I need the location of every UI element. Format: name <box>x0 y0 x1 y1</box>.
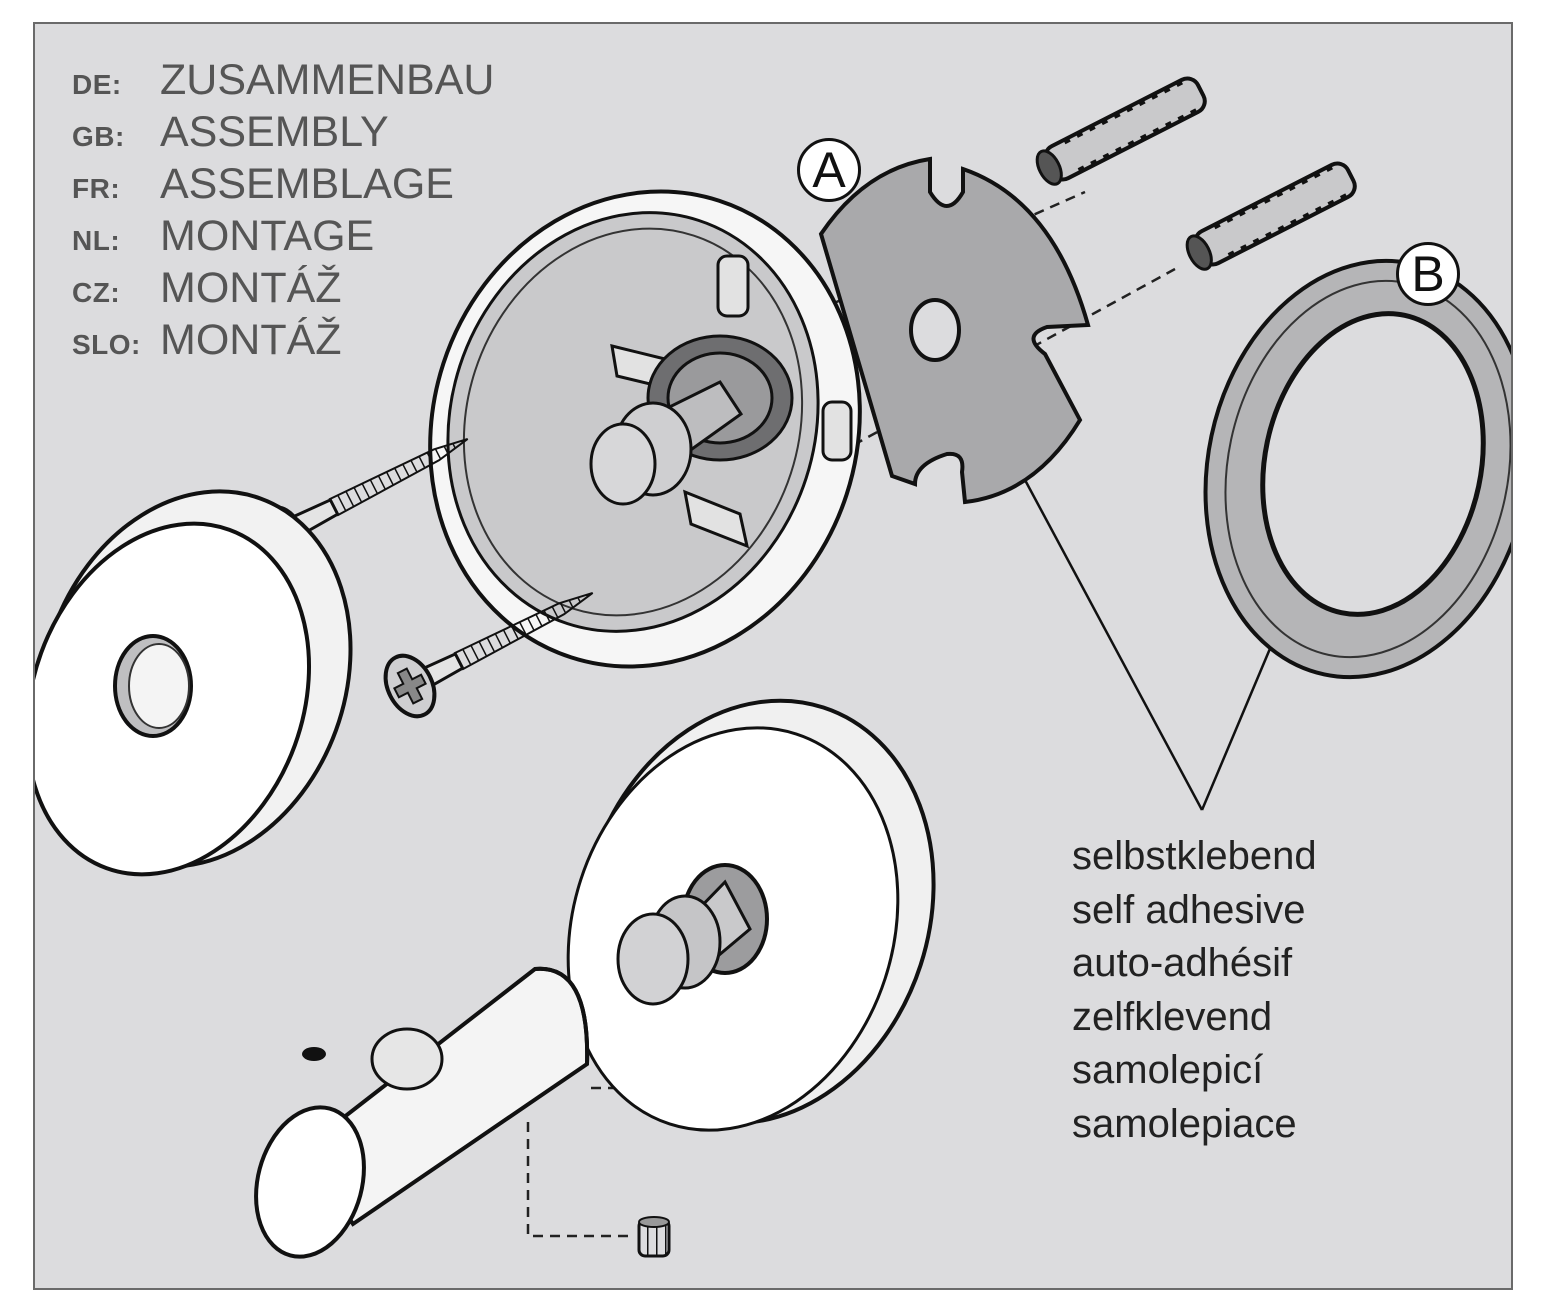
assembly-word: MONTÁŽ <box>160 316 342 364</box>
language-row: SLO: MONTÁŽ <box>72 316 342 368</box>
language-code: NL: <box>72 225 121 256</box>
assembly-word: ZUSAMMENBAU <box>160 56 495 104</box>
wood-screw-lower <box>383 591 594 719</box>
rose-base <box>428 189 862 669</box>
language-code: DE: <box>72 69 122 100</box>
cover-rose-with-spindle <box>566 698 936 1132</box>
adhesive-text-cz: samolepicí <box>1072 1048 1264 1092</box>
adhesive-pad-a <box>818 156 1091 505</box>
assembly-diagram-panel: DE: ZUSAMMENBAU GB: ASSEMBLY FR: ASSEMBL… <box>33 22 1513 1290</box>
callout-b: B <box>1396 242 1460 306</box>
wall-plug-upper <box>1035 76 1207 186</box>
adhesive-text-fr: auto-adhésif <box>1072 941 1293 985</box>
adhesive-text-de: selbstklebend <box>1072 834 1317 878</box>
assembly-word: MONTAGE <box>160 212 375 260</box>
language-row: NL: MONTAGE <box>72 212 374 264</box>
language-code: FR: <box>72 173 121 204</box>
grub-screw <box>637 1216 671 1258</box>
adhesive-text-slo: samolepiace <box>1072 1101 1297 1146</box>
adhesive-text-gb: self adhesive <box>1072 887 1306 932</box>
adhesive-ring-b <box>1203 258 1511 680</box>
self-adhesive-label: selbstklebend self adhesive auto-adhésif… <box>1072 830 1317 1151</box>
assembly-word: ASSEMBLAGE <box>160 160 454 208</box>
wall-plug-lower <box>1185 161 1357 271</box>
language-code: CZ: <box>72 277 121 308</box>
language-row: CZ: MONTÁŽ <box>72 264 342 316</box>
language-row: GB: ASSEMBLY <box>72 108 389 160</box>
handle-cylinder <box>254 966 590 1259</box>
language-row: DE: ZUSAMMENBAU <box>72 56 494 108</box>
language-code: GB: <box>72 121 125 152</box>
exploded-assembly-illustration <box>35 76 1511 1259</box>
callout-a: A <box>797 138 861 202</box>
cover-rose-left <box>35 489 353 877</box>
adhesive-text-nl: zelfklevend <box>1072 994 1273 1039</box>
assembly-word: MONTÁŽ <box>160 264 342 312</box>
assembly-word: ASSEMBLY <box>160 108 389 156</box>
language-row: FR: ASSEMBLAGE <box>72 160 454 212</box>
language-code: SLO: <box>72 329 141 360</box>
